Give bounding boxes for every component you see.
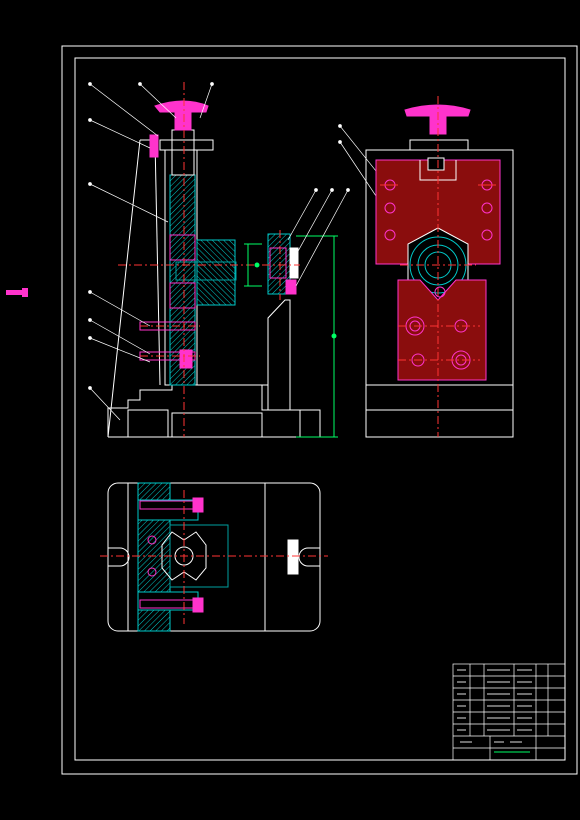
outer-border (61, 45, 578, 775)
side-view (365, 96, 514, 438)
title-block (452, 663, 566, 761)
dimension-lines (244, 235, 338, 438)
sheet-frame (61, 45, 578, 775)
v-block (397, 279, 487, 381)
front-view-section (107, 82, 321, 438)
loose-bolt-part (6, 288, 28, 297)
star-knob-front (154, 100, 209, 113)
inner-border (74, 57, 566, 761)
top-view (100, 482, 328, 632)
top-view-outline (107, 482, 321, 632)
part-callouts (88, 82, 389, 421)
base-outline (107, 384, 321, 438)
